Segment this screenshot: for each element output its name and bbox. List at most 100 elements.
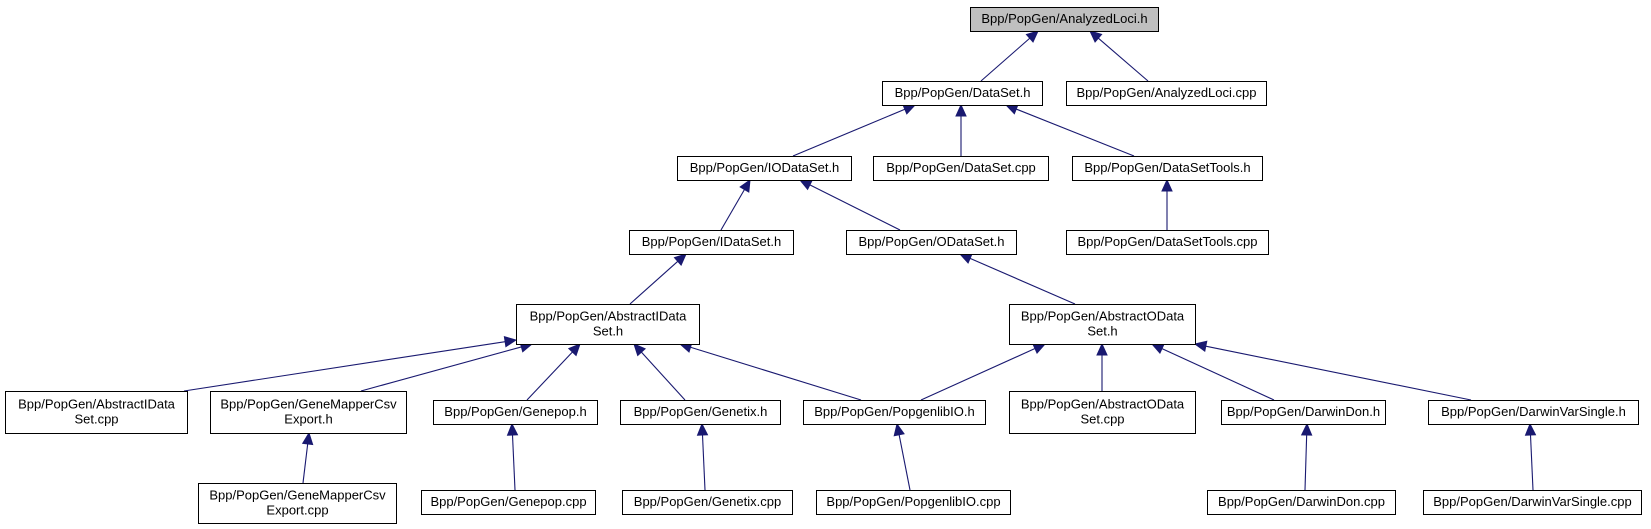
node-box (677, 156, 852, 181)
node-genepop-cpp[interactable]: Bpp/PopGen/Genepop.cpp (421, 490, 596, 515)
edge-datasettools-h-to-dataset-h (1004, 103, 1135, 157)
edge-genemappercsvexport-cpp-to-genemappercsvexport-h (301, 431, 314, 484)
node-label: Bpp/PopGen/AnalyzedLoci.h (981, 11, 1147, 26)
edge-genetix-h-to-abstractidataset-h (633, 343, 686, 401)
edge-abstractodataset-h-to-odataset-h (958, 253, 1076, 305)
edge-line (792, 108, 906, 157)
node-label: Bpp/PopGen/Genepop.cpp (430, 494, 586, 509)
node-idataset-h[interactable]: Bpp/PopGen/IDataSet.h (629, 230, 794, 255)
edge-odataset-h-to-iodataset-h (798, 179, 901, 231)
node-box (846, 230, 1017, 255)
node-popgenlibio-cpp[interactable]: Bpp/PopGen/PopgenlibIO.cpp (816, 490, 1011, 515)
node-label: Bpp/PopGen/AbstractOData (1021, 309, 1185, 324)
node-box (210, 391, 407, 434)
node-label: Bpp/PopGen/PopgenlibIO.cpp (826, 494, 1000, 509)
arrowhead-icon (1032, 343, 1047, 354)
node-label: Bpp/PopGen/AbstractIData (530, 309, 688, 324)
edge-iodataset-h-to-dataset-h (792, 104, 917, 157)
node-label: Bpp/PopGen/DataSetTools.h (1084, 160, 1250, 175)
node-box (1066, 81, 1267, 106)
edge-line (1161, 348, 1275, 401)
edge-line (1529, 434, 1534, 491)
edge-line (640, 351, 686, 401)
node-box (882, 81, 1043, 106)
node-label: Bpp/PopGen/DarwinDon.h (1227, 404, 1380, 419)
edge-line (701, 434, 706, 491)
node-analyzedloci-cpp[interactable]: Bpp/PopGen/AnalyzedLoci.cpp (1066, 81, 1267, 106)
edges-layer (183, 30, 1537, 491)
arrowhead-icon (1150, 343, 1165, 355)
node-label: Bpp/PopGen/IDataSet.h (642, 234, 781, 249)
node-dataset-cpp[interactable]: Bpp/PopGen/DataSet.cpp (873, 156, 1049, 181)
edge-line (302, 443, 309, 484)
edge-line (809, 184, 901, 231)
edge-line (183, 341, 506, 392)
node-genetix-cpp[interactable]: Bpp/PopGen/Genetix.cpp (622, 490, 793, 515)
node-label: Bpp/PopGen/DarwinDon.cpp (1218, 494, 1385, 509)
node-box (516, 304, 700, 345)
node-darwinvarsingle-cpp[interactable]: Bpp/PopGen/DarwinVarSingle.cpp (1423, 490, 1642, 515)
node-box (1207, 490, 1396, 515)
edge-analyzedloci-cpp-to-analyzedloci-h (1089, 30, 1149, 82)
node-darwinvarsingle-h[interactable]: Bpp/PopGen/DarwinVarSingle.h (1428, 400, 1639, 425)
node-label: Bpp/PopGen/DarwinVarSingle.cpp (1433, 494, 1632, 509)
arrowhead-icon (1300, 422, 1313, 436)
arrowhead-icon (893, 422, 905, 437)
arrowhead-icon (503, 336, 518, 348)
node-darwindon-h[interactable]: Bpp/PopGen/DarwinDon.h (1221, 400, 1386, 425)
node-datasettools-h[interactable]: Bpp/PopGen/DataSetTools.h (1072, 156, 1263, 181)
edge-line (526, 351, 573, 401)
arrowhead-icon (696, 422, 709, 436)
node-datasettools-cpp[interactable]: Bpp/PopGen/DataSetTools.cpp (1066, 230, 1269, 255)
node-dataset-h[interactable]: Bpp/PopGen/DataSet.h (882, 81, 1043, 106)
node-box (5, 391, 188, 434)
arrowhead-icon (1161, 178, 1173, 192)
edge-datasettools-cpp-to-datasettools-h (1161, 178, 1173, 230)
node-box (1066, 230, 1269, 255)
node-analyzedloci-h[interactable]: Bpp/PopGen/AnalyzedLoci.h (970, 7, 1159, 32)
edge-abstractidataset-h-to-idataset-h (629, 253, 687, 305)
node-label: Set.h (593, 324, 623, 339)
edge-abstractodataset-cpp-to-abstractodataset-h (1096, 342, 1108, 391)
arrowhead-icon (1524, 422, 1537, 436)
arrowhead-icon (1096, 342, 1108, 356)
node-box (198, 483, 397, 524)
node-odataset-h[interactable]: Bpp/PopGen/ODataSet.h (846, 230, 1017, 255)
node-label: Set.h (1087, 324, 1117, 339)
edge-darwinvarsingle-cpp-to-darwinvarsingle-h (1524, 422, 1537, 491)
arrowhead-icon (798, 179, 813, 191)
node-popgenlibio-h[interactable]: Bpp/PopGen/PopgenlibIO.h (803, 400, 986, 425)
node-label: Bpp/PopGen/DataSet.h (895, 85, 1031, 100)
edge-dataset-h-to-analyzedloci-h (980, 30, 1039, 82)
node-box (970, 7, 1159, 32)
node-box (620, 400, 781, 425)
arrowhead-icon (1025, 30, 1039, 43)
node-iodataset-h[interactable]: Bpp/PopGen/IODataSet.h (677, 156, 852, 181)
node-box (433, 400, 598, 425)
node-darwindon-cpp[interactable]: Bpp/PopGen/DarwinDon.cpp (1207, 490, 1396, 515)
arrowhead-icon (1089, 30, 1103, 43)
node-genetix-h[interactable]: Bpp/PopGen/Genetix.h (620, 400, 781, 425)
arrowhead-icon (506, 422, 519, 436)
node-label: Export.cpp (266, 503, 328, 518)
edge-line (720, 189, 745, 231)
edge-line (629, 260, 679, 305)
node-genepop-h[interactable]: Bpp/PopGen/Genepop.h (433, 400, 598, 425)
node-box (622, 490, 793, 515)
node-label: Bpp/PopGen/PopgenlibIO.h (814, 404, 974, 419)
edge-popgenlibio-h-to-abstractidataset-h (678, 341, 862, 401)
edge-popgenlibio-cpp-to-popgenlibio-h (893, 422, 911, 491)
edge-line (511, 434, 516, 491)
edge-idataset-h-to-iodataset-h (720, 178, 751, 231)
edge-line (980, 37, 1031, 82)
node-label: Bpp/PopGen/GeneMapperCsv (209, 488, 386, 503)
node-box (873, 156, 1049, 181)
node-box (1221, 400, 1386, 425)
